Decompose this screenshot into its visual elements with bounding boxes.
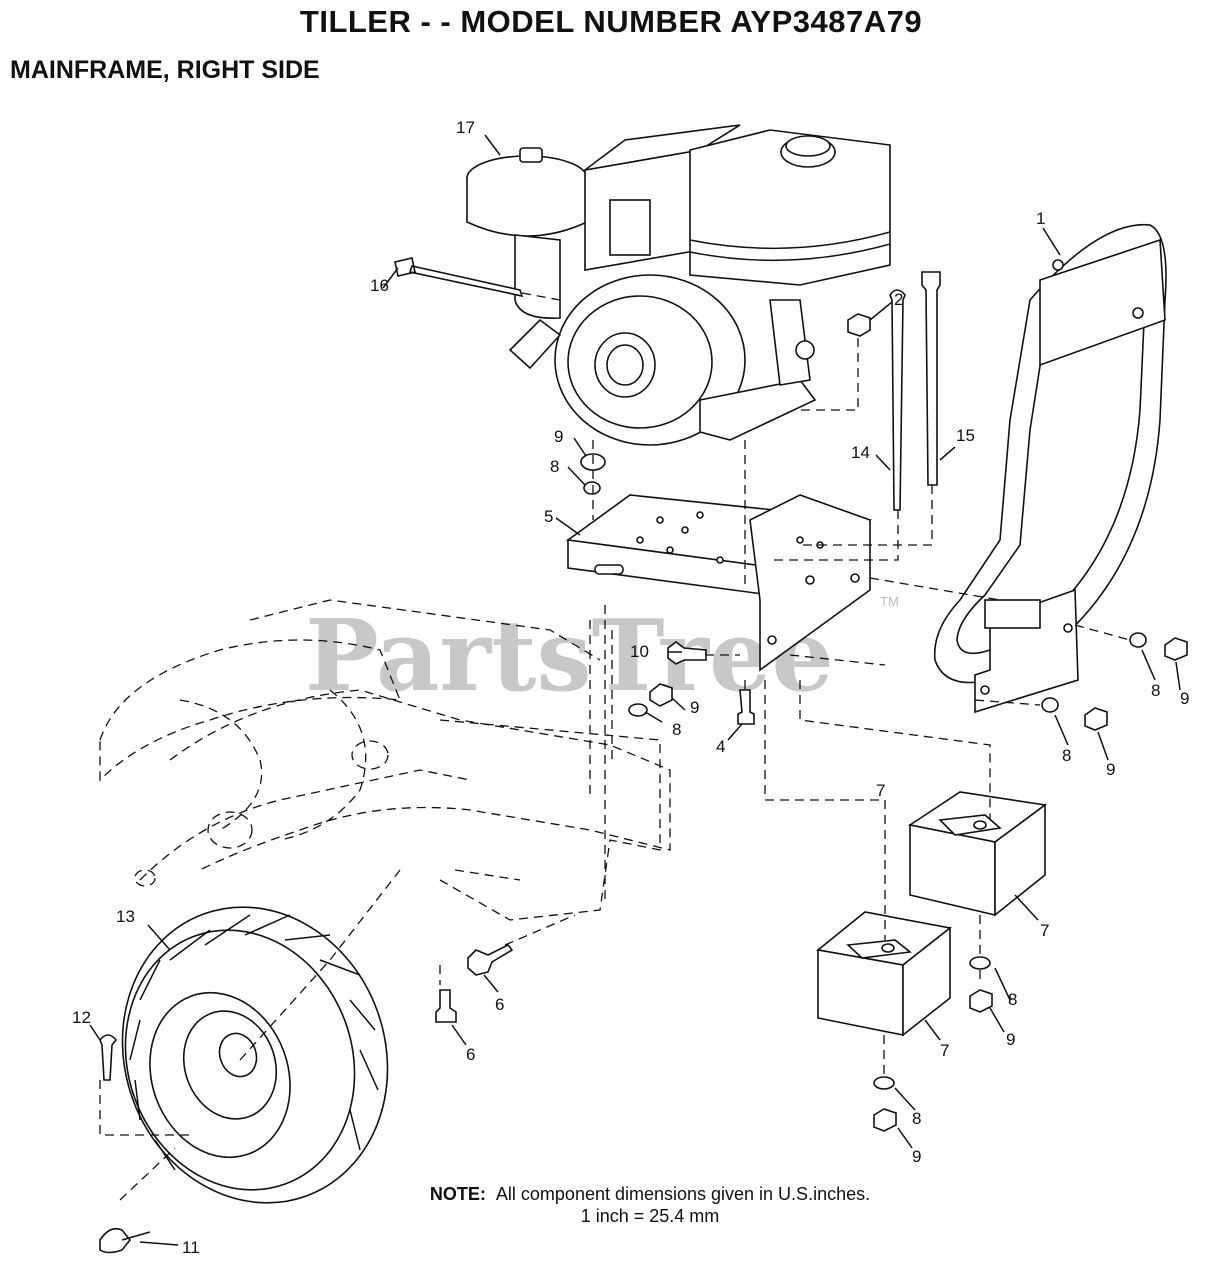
bumper-handle-part[interactable] xyxy=(933,223,1167,714)
callout-8-upper: 8 xyxy=(550,457,559,476)
callout-8-mid: 8 xyxy=(672,720,681,739)
callout-15: 15 xyxy=(956,426,975,445)
bolt-6a xyxy=(467,943,514,976)
callout-8-weight: 8 xyxy=(1008,990,1017,1009)
leader-lines xyxy=(89,134,1181,1246)
callout-11: 11 xyxy=(182,1238,200,1257)
callout-7-top: 7 xyxy=(876,781,885,800)
callout-7-right: 7 xyxy=(1040,921,1049,940)
nut-2 xyxy=(847,313,871,337)
callout-9-mid: 9 xyxy=(690,698,699,717)
callout-7-bottom: 7 xyxy=(940,1041,949,1060)
mainframe-plate-part[interactable] xyxy=(565,494,872,672)
weight-block-lower-part[interactable] xyxy=(816,911,952,1037)
callout-4: 4 xyxy=(716,737,725,756)
callout-9-weight: 9 xyxy=(1006,1030,1015,1049)
callout-13: 13 xyxy=(116,907,135,926)
callout-12: 12 xyxy=(72,1008,91,1027)
bolt-10 xyxy=(667,641,707,665)
bolt-4 xyxy=(737,689,755,725)
callout-6-upper: 6 xyxy=(495,995,504,1014)
callout-8-right-low: 8 xyxy=(1062,746,1071,765)
callout-1: 1 xyxy=(1036,209,1045,228)
hardware-group xyxy=(99,257,1188,1254)
note-line-2: 1 inch = 25.4 mm xyxy=(580,1206,720,1226)
page-subtitle: MAINFRAME, RIGHT SIDE xyxy=(10,56,320,84)
callout-6-lower: 6 xyxy=(466,1045,475,1064)
callout-2: 2 xyxy=(894,290,903,309)
callout-labels: 1 2 4 5 6 6 7 7 7 8 8 8 8 8 8 9 9 9 9 9 … xyxy=(72,118,1189,1257)
pin-12 xyxy=(99,1034,118,1081)
callout-9-right-low: 9 xyxy=(1106,760,1115,779)
dimension-note: NOTE: All component dimensions given in … xyxy=(0,1183,1222,1227)
callout-5: 5 xyxy=(544,507,553,526)
watermark-trademark: TM xyxy=(880,594,899,609)
bolt-6b xyxy=(435,989,457,1023)
tine-assembly-ghost xyxy=(99,599,671,921)
callout-8-right-top: 8 xyxy=(1151,681,1160,700)
callout-9-right-top: 9 xyxy=(1180,689,1189,708)
callout-10: 10 xyxy=(630,642,649,661)
bolt-15 xyxy=(921,271,941,486)
engine-part[interactable] xyxy=(466,124,891,446)
callout-17: 17 xyxy=(456,118,475,137)
cable-tie-16 xyxy=(394,257,524,298)
callout-8-bottom: 8 xyxy=(912,1109,921,1128)
callout-16: 16 xyxy=(370,276,389,295)
page-title: TILLER - - MODEL NUMBER AYP3487A79 xyxy=(299,4,923,39)
hairpin-clip-11 xyxy=(99,1227,151,1254)
bolt-14 xyxy=(889,289,906,511)
callout-9-upper: 9 xyxy=(554,427,563,446)
note-line-1: All component dimensions given in U.S.in… xyxy=(495,1184,871,1204)
callout-14: 14 xyxy=(851,443,870,462)
callout-9-bottom: 9 xyxy=(912,1147,921,1166)
assembly-lines xyxy=(99,292,1131,1201)
weight-block-upper-part[interactable] xyxy=(907,791,1048,917)
note-label: NOTE: xyxy=(429,1184,486,1204)
